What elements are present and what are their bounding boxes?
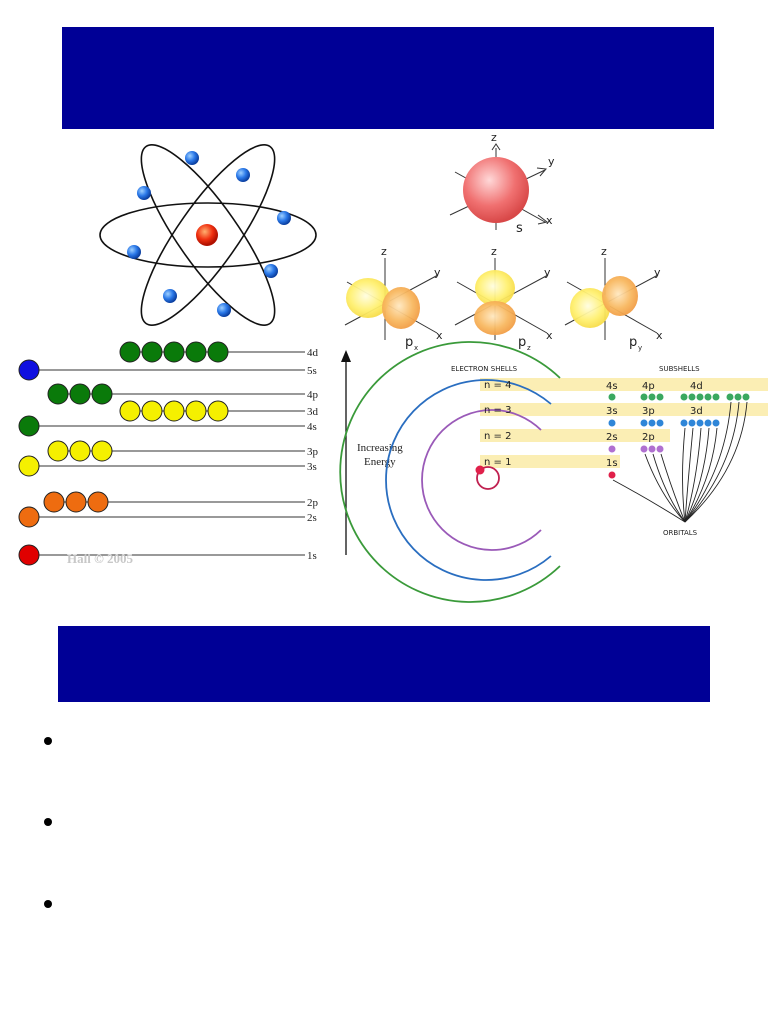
copyright-credit: Hall © 2005 [67, 551, 134, 566]
orbital-4d-1 [119, 341, 141, 363]
level-label-4d: 4d [307, 347, 319, 359]
orbital-3s [18, 455, 40, 477]
level-label-3d: 3d [307, 406, 319, 418]
py-axis-y: y [654, 266, 661, 279]
bullet-point-2 [44, 818, 52, 826]
py-axis-z: z [601, 245, 607, 258]
orbital-3p-1 [47, 440, 69, 462]
shell-n4-label: n = 4 [484, 380, 511, 391]
px-sub: x [414, 344, 418, 352]
subshell-3p: 3p [642, 406, 655, 417]
orbital-2p-1 [43, 491, 65, 513]
shell-1-electron [475, 465, 485, 475]
orbital-2p-3 [87, 491, 109, 513]
px-label: p [405, 335, 413, 350]
orbital-3d-2 [141, 400, 163, 422]
orbital-1s [18, 544, 40, 566]
pz-label: p [518, 335, 526, 350]
shell-n1-label: n = 1 [484, 457, 511, 468]
shell-ring-3 [385, 379, 552, 581]
orbital-4d-4 [185, 341, 207, 363]
subshell-4s: 4s [606, 381, 618, 392]
title-banner [62, 27, 714, 129]
orbitals-label: ORBITALS [663, 529, 698, 537]
nucleus [196, 224, 218, 246]
orbital-4d-2 [141, 341, 163, 363]
pz-orbital: z y x p z [454, 245, 553, 352]
shells-subshells-diagram: ELECTRON SHELLS SUBSHELLS n = 4 n = 3 n … [339, 341, 768, 603]
subshell-3d: 3d [690, 406, 703, 417]
electron-shells-header: ELECTRON SHELLS [451, 365, 518, 373]
orbital-4p-1 [47, 383, 69, 405]
px-axis-x: x [436, 329, 443, 342]
level-label-3p: 3p [307, 446, 319, 458]
energy-axis-label-2: Energy [364, 456, 396, 468]
bullet-point-3 [44, 900, 52, 908]
orbital-4d-3 [163, 341, 185, 363]
subshell-4d: 4d [690, 381, 703, 392]
orbital-5s [18, 359, 40, 381]
orbital-3p-2 [69, 440, 91, 462]
orbital-3d-1 [119, 400, 141, 422]
px-axis-z: z [381, 245, 387, 258]
orbital-2p-2 [65, 491, 87, 513]
level-label-1s: 1s [307, 550, 317, 562]
level-label-2p: 2p [307, 497, 319, 509]
s-orbital-label: s [516, 221, 523, 236]
shell-ring-2 [421, 409, 542, 551]
orbital-4s [18, 415, 40, 437]
pz-axis-z: z [491, 245, 497, 258]
subshell-3s: 3s [606, 406, 618, 417]
subshell-4p: 4p [642, 381, 655, 392]
energy-level-diagram: 1s 2s 2p 3s 3p 4s 3d 4p 5s 4d Hall © 200… [18, 341, 403, 566]
px-axis-y: y [434, 266, 441, 279]
orbital-3p-3 [91, 440, 113, 462]
s-orbital: z y x s [449, 131, 555, 236]
subshells-header: SUBSHELLS [659, 365, 700, 373]
s-axis-z: z [491, 131, 497, 144]
orbital-4p-2 [69, 383, 91, 405]
orbital-3d-4 [185, 400, 207, 422]
section-banner [58, 626, 710, 702]
py-orbital: z y x p y [564, 245, 663, 352]
level-label-4s: 4s [307, 421, 317, 433]
orbital-3d-5 [207, 400, 229, 422]
energy-axis-label-1: Increasing [357, 442, 403, 454]
pz-axis-x: x [546, 329, 553, 342]
shell-ring-4 [339, 341, 561, 603]
pz-sub: z [527, 344, 531, 352]
atom-electrons [127, 151, 291, 317]
py-axis-x: x [656, 329, 663, 342]
s-axis-y: y [548, 155, 555, 168]
s-axis-x: x [546, 214, 553, 227]
level-label-2s: 2s [307, 512, 317, 524]
subshell-2s: 2s [606, 432, 618, 443]
py-label: p [629, 335, 637, 350]
py-sub: y [638, 344, 642, 352]
level-label-4p: 4p [307, 389, 319, 401]
shell-n3-label: n = 3 [484, 405, 511, 416]
shell-n2-label: n = 2 [484, 431, 511, 442]
px-orbital: z y x p x [344, 245, 443, 352]
orbital-2s [18, 506, 40, 528]
orbital-4p-3 [91, 383, 113, 405]
atom-orbits [99, 144, 317, 326]
level-label-3s: 3s [307, 461, 317, 473]
subshell-2p: 2p [642, 432, 655, 443]
orbital-4d-5 [207, 341, 229, 363]
shell-bands [480, 378, 768, 468]
pz-axis-y: y [544, 266, 551, 279]
orbital-pointer-lines [612, 401, 748, 523]
subshell-1s: 1s [606, 458, 618, 469]
shell-ring-1 [476, 466, 500, 490]
orbital-3d-3 [163, 400, 185, 422]
energy-arrowhead [341, 350, 351, 362]
bullet-point-1 [44, 737, 52, 745]
level-label-5s: 5s [307, 365, 317, 377]
subshell-orbital-dots [608, 393, 750, 479]
